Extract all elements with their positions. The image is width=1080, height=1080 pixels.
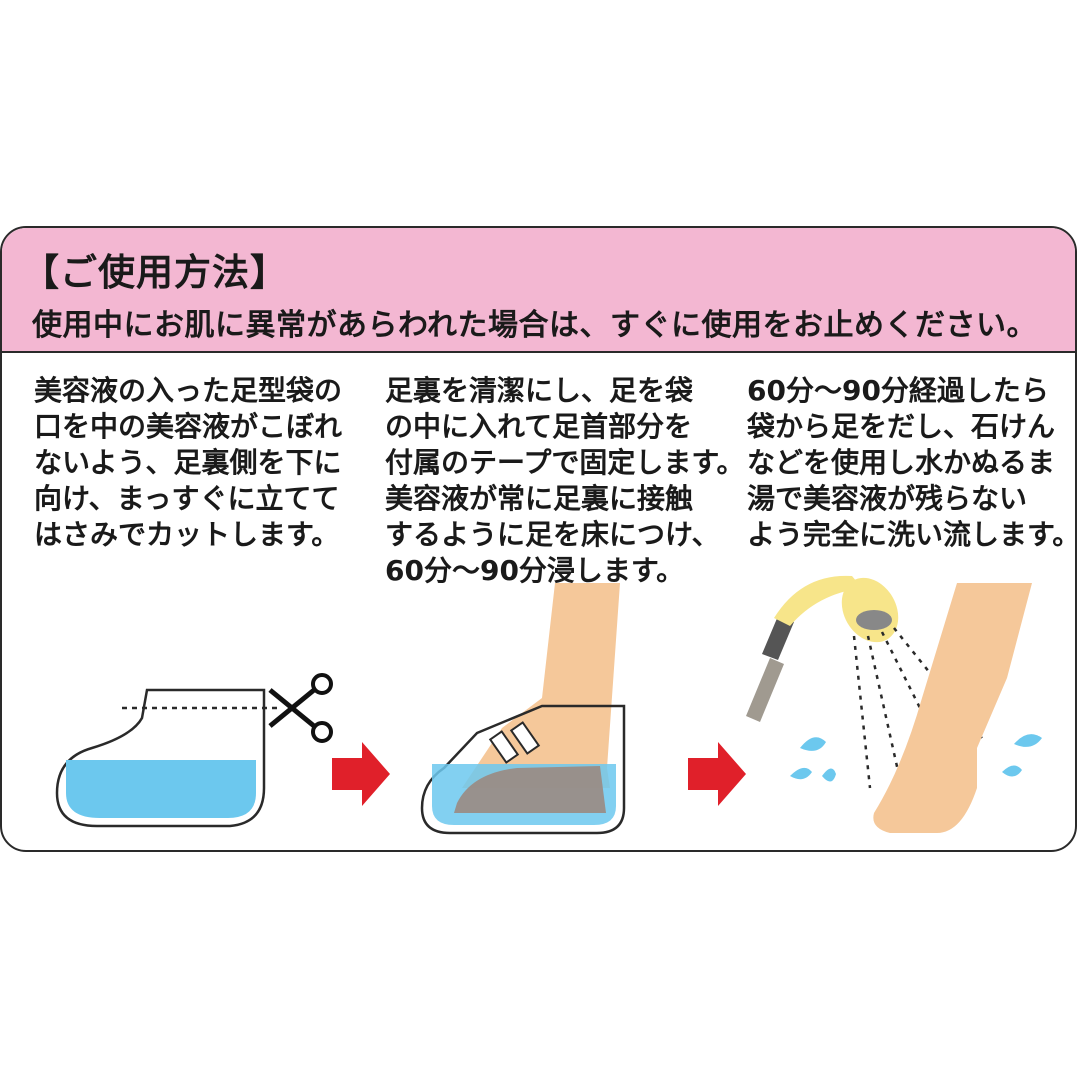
step-3-text: 60分〜90分経過したら 袋から足をだし、石けん などを使用し水かぬるま 湯で美…	[747, 373, 1077, 553]
step-2-text: 足裏を清潔にし、足を袋 の中に入れて足首部分を 付属のテープで固定します。 美容…	[385, 373, 745, 589]
step-3-line: 60分〜90分経過したら	[747, 374, 1049, 407]
step-3-line: 袋から足をだし、石けん	[747, 410, 1056, 443]
step-2-line: 足裏を清潔にし、足を袋	[385, 374, 694, 407]
step-1-line: 美容液の入った足型袋の	[34, 374, 343, 407]
foot-bag-cut-illustration	[55, 688, 277, 828]
instructions-header: 【ご使用方法】 使用中にお肌に異常があらわれた場合は、すぐに使用をお止めください…	[2, 228, 1075, 353]
step-arrow-icon	[688, 742, 746, 806]
foot-illustration	[873, 583, 1032, 833]
beauty-liquid	[66, 760, 256, 818]
step-1-text: 美容液の入った足型袋の 口を中の美容液がこぼれ ないよう、足裏側を下に 向け、ま…	[34, 373, 342, 553]
foot-in-bag-illustration	[420, 583, 626, 835]
step-1-line: ないよう、足裏側を下に	[34, 446, 342, 479]
usage-instructions-card: 【ご使用方法】 使用中にお肌に異常があらわれた場合は、すぐに使用をお止めください…	[0, 226, 1077, 852]
instruction-illustrations	[55, 575, 1042, 835]
step-2-line: 美容液が常に足裏に接触	[385, 482, 694, 515]
step-arrow-icon	[332, 742, 390, 806]
step-3-line: 湯で美容液が残らない	[747, 482, 1028, 515]
step-1-line: 向け、まっすぐに立てて	[34, 482, 340, 515]
step-2-line: 60分〜90分浸します。	[385, 554, 685, 587]
step-3-line: よう完全に洗い流します。	[747, 518, 1077, 551]
step-1-line: 口を中の美容液がこぼれ	[34, 410, 343, 443]
shower-head-icon	[746, 575, 899, 722]
step-2-line: 付属のテープで固定します。	[385, 446, 745, 479]
safety-warning: 使用中にお肌に異常があらわれた場合は、すぐに使用をお止めください。	[32, 308, 1037, 343]
water-droplets-icon	[790, 734, 1042, 782]
scissors-icon	[268, 673, 333, 743]
instructions-title: 【ご使用方法】	[22, 251, 288, 294]
step-2-line: の中に入れて足首部分を	[385, 410, 693, 443]
step-2-line: するように足を床につけ、	[385, 518, 720, 551]
step-3-line: などを使用し水かぬるま	[747, 446, 1056, 479]
step-1-line: はさみでカットします。	[34, 518, 340, 551]
